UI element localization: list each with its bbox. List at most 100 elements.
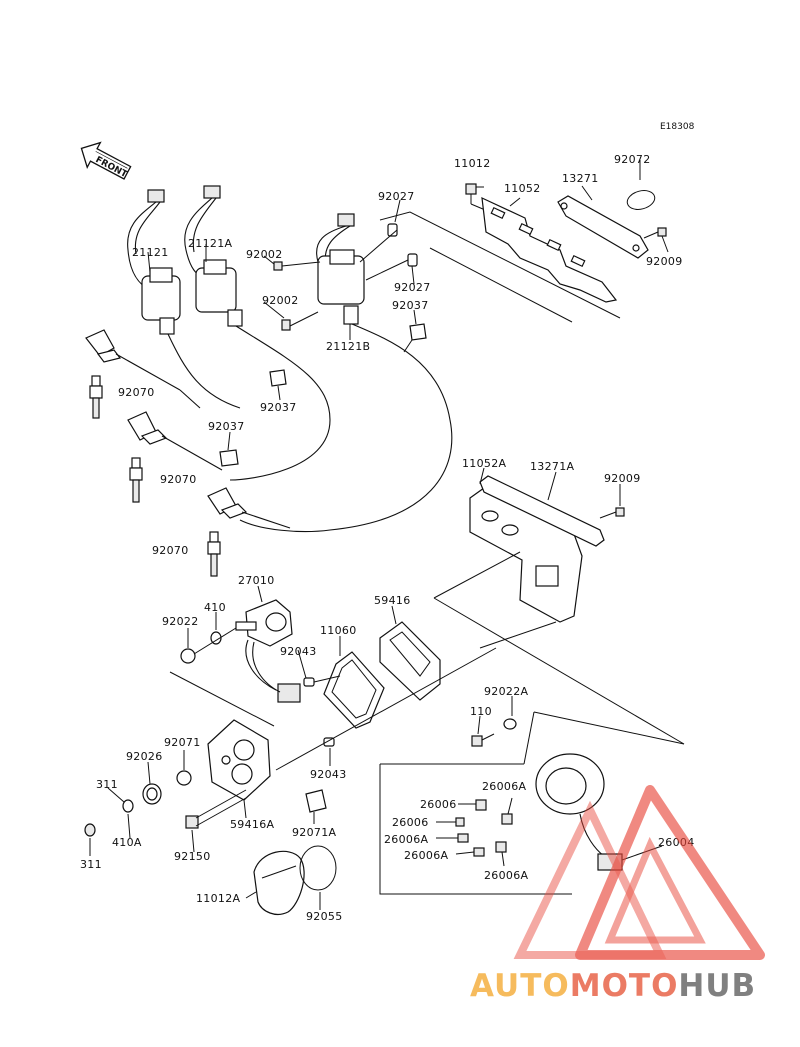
collar-92027b-icon <box>407 253 418 267</box>
label-26006b: 26006 <box>392 816 429 829</box>
spark-plug-cap-3-icon <box>207 487 291 529</box>
label-11012A: 11012A <box>196 892 240 905</box>
plug-92071A-icon <box>305 789 327 813</box>
part-labels: 11012 11052 13271 92072 92027 92009 2112… <box>80 153 694 923</box>
ignition-coil-21121B-icon <box>239 213 453 533</box>
washer-410-icon <box>210 631 222 645</box>
plate-13271A-icon <box>479 475 605 547</box>
o-ring-92055-icon <box>299 845 337 891</box>
label-92055: 92055 <box>306 910 343 923</box>
bolt-92150-icon <box>185 789 247 829</box>
spark-plug-1-icon <box>89 375 103 419</box>
label-92071: 92071 <box>164 736 201 749</box>
clip-26006b-icon <box>455 817 465 827</box>
logo-part2: MOTO <box>570 968 679 1004</box>
rotor-box <box>379 711 685 895</box>
label-92022: 92022 <box>162 615 199 628</box>
bolt-92009b-icon <box>599 507 625 519</box>
leader-lines <box>89 160 669 910</box>
label-59416A: 59416A <box>230 818 274 831</box>
label-26006A2: 26006A <box>384 833 428 846</box>
label-11012: 11012 <box>454 157 491 170</box>
label-21121B: 21121B <box>326 340 370 353</box>
lower-bracket-group <box>433 475 685 745</box>
label-92037b: 92037 <box>260 401 297 414</box>
label-92022A: 92022A <box>484 685 528 698</box>
label-21121A: 21121A <box>188 237 232 250</box>
clamp-92072-icon <box>626 190 656 210</box>
ignition-coil-21121A-icon <box>184 185 331 481</box>
clamp-92037a-icon <box>409 323 427 341</box>
spark-plug-cap-1-icon <box>85 329 201 409</box>
label-311b: 311 <box>80 858 102 871</box>
label-92037a: 92037 <box>392 299 429 312</box>
label-21121: 21121 <box>132 246 169 259</box>
logo-part3: HUB <box>678 968 756 1004</box>
label-410A: 410A <box>112 836 142 849</box>
washer-92022A-icon <box>503 718 517 730</box>
label-11052A: 11052A <box>462 457 506 470</box>
bolt-110-icon <box>471 733 495 747</box>
label-92037c: 92037 <box>208 420 245 433</box>
label-26006A4: 26006A <box>484 869 528 882</box>
label-92009b: 92009 <box>604 472 641 485</box>
pin-92043a-icon <box>303 677 315 687</box>
bracket-11052-icon <box>481 197 618 303</box>
plate-13271-icon <box>557 195 649 259</box>
label-92070c: 92070 <box>152 544 189 557</box>
label-26006A3: 26006A <box>404 849 448 862</box>
cap-11012A-icon <box>253 850 305 915</box>
front-arrow-icon: FRONT <box>80 141 132 180</box>
label-26006A1: 26006A <box>482 780 526 793</box>
label-59416: 59416 <box>374 594 411 607</box>
clamp-92037b-icon <box>269 369 287 387</box>
label-27010: 27010 <box>238 574 275 587</box>
diagram-code: E18308 <box>660 122 695 132</box>
clamp-92037c-icon <box>219 449 239 467</box>
washer-92022-icon <box>180 648 196 664</box>
label-110: 110 <box>470 705 492 718</box>
label-11052: 11052 <box>504 182 541 195</box>
label-92072: 92072 <box>614 153 651 166</box>
label-92009a: 92009 <box>646 255 683 268</box>
clip-26006A3-icon <box>473 847 485 857</box>
sensor-27010-icon <box>235 599 301 703</box>
bolt-92002b-icon <box>281 311 319 331</box>
clip-26006a-icon <box>475 799 487 811</box>
label-92070a: 92070 <box>118 386 155 399</box>
cover-59416-icon <box>379 621 441 701</box>
label-92070b: 92070 <box>160 473 197 486</box>
logo-text: AUTOMOTOHUB <box>470 968 756 1004</box>
logo-part1: AUTO <box>470 968 570 1004</box>
washer-410A-icon <box>122 799 134 813</box>
label-92002a: 92002 <box>246 248 283 261</box>
clip-26006A4-icon <box>495 841 507 853</box>
nut-311b-icon <box>84 823 96 837</box>
label-13271: 13271 <box>562 172 599 185</box>
label-92150: 92150 <box>174 850 211 863</box>
spark-plug-cap-2-icon <box>127 411 223 471</box>
label-410: 410 <box>204 601 226 614</box>
label-11060: 11060 <box>320 624 357 637</box>
housing-59416A-icon <box>207 719 271 801</box>
pin-92043b-icon <box>323 737 335 747</box>
label-92027a: 92027 <box>378 190 415 203</box>
gasket-11060-icon <box>323 651 385 729</box>
label-92026: 92026 <box>126 750 163 763</box>
grommet-92071-icon <box>176 770 192 786</box>
clip-26006A2-icon <box>457 833 469 843</box>
spark-plug-3-icon <box>207 531 221 577</box>
label-26006a: 26006 <box>420 798 457 811</box>
label-92043b: 92043 <box>310 768 347 781</box>
clip-26006A1-icon <box>501 813 513 825</box>
label-92071A: 92071A <box>292 826 336 839</box>
label-92043a: 92043 <box>280 645 317 658</box>
pickup-26004-icon <box>535 753 623 871</box>
bolt-92002a-icon <box>273 261 321 271</box>
label-311a: 311 <box>96 778 118 791</box>
automotohub-logo: AUTOMOTOHUB <box>470 785 765 1004</box>
label-92027b: 92027 <box>394 281 431 294</box>
triangle-logo-icon <box>513 785 765 960</box>
label-13271A: 13271A <box>530 460 574 473</box>
